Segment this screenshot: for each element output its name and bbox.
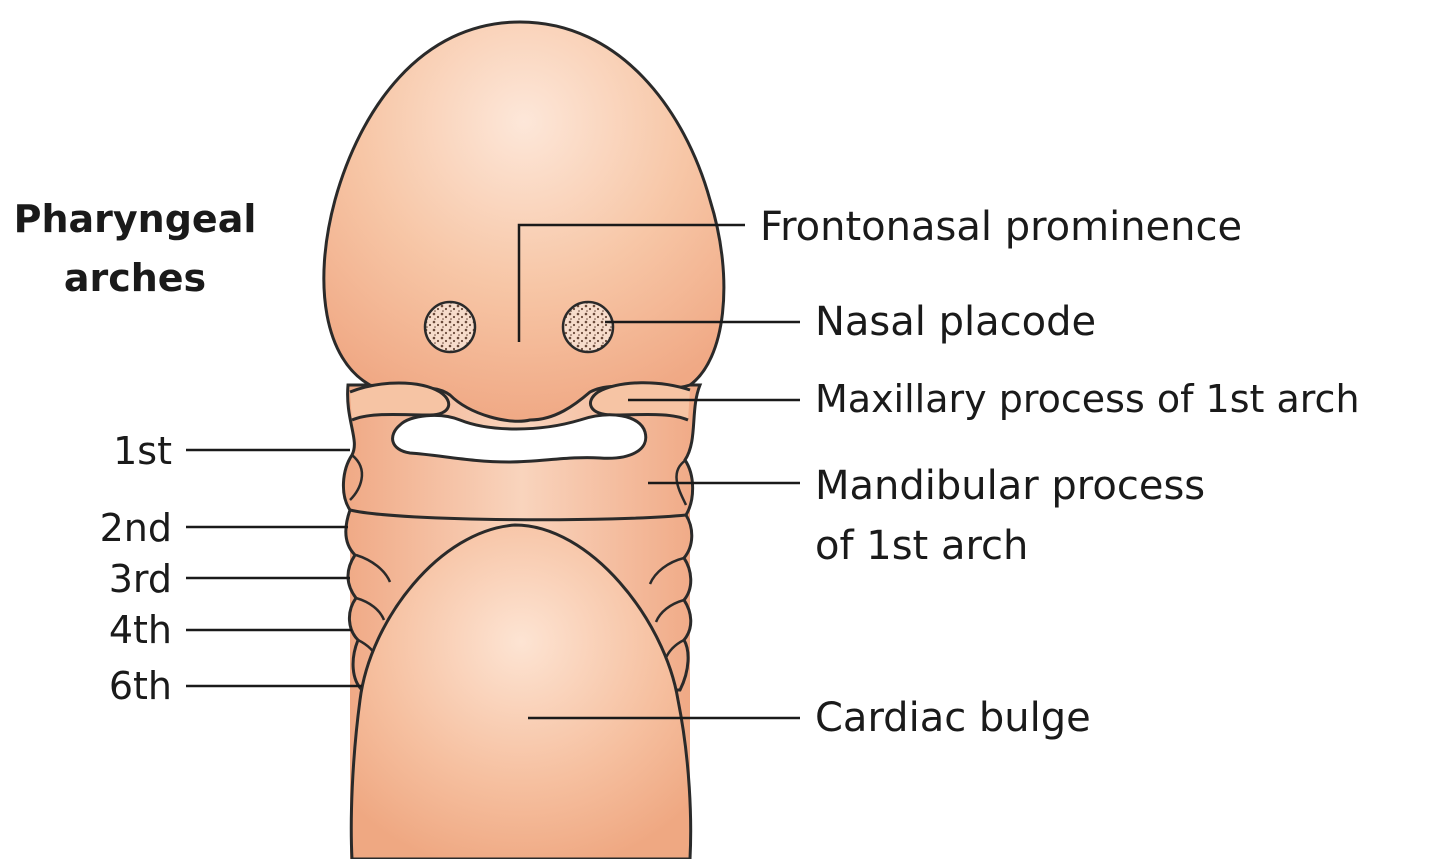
- arch-label-1st: 1st: [52, 432, 172, 470]
- label-frontonasal-prominence: Frontonasal prominence: [760, 207, 1242, 247]
- mandibular-line-2: of 1st arch: [815, 516, 1205, 576]
- right-nasal-placode: [563, 302, 613, 352]
- head: [324, 22, 724, 421]
- arch-label-6th: 6th: [52, 667, 172, 705]
- label-maxillary-process: Maxillary process of 1st arch: [815, 380, 1360, 418]
- heading-line-2: arches: [10, 249, 260, 308]
- label-cardiac-bulge: Cardiac bulge: [815, 698, 1091, 738]
- mandibular-line-1: Mandibular process: [815, 456, 1205, 516]
- arch-label-2nd: 2nd: [52, 509, 172, 547]
- left-nasal-placode: [425, 302, 475, 352]
- arch-label-4th: 4th: [52, 611, 172, 649]
- label-nasal-placode: Nasal placode: [815, 302, 1096, 342]
- heading-line-1: Pharyngeal: [10, 190, 260, 249]
- label-mandibular-process: Mandibular process of 1st arch: [815, 456, 1205, 576]
- pharyngeal-arches-heading: Pharyngeal arches: [10, 190, 260, 308]
- arch-label-3rd: 3rd: [52, 560, 172, 598]
